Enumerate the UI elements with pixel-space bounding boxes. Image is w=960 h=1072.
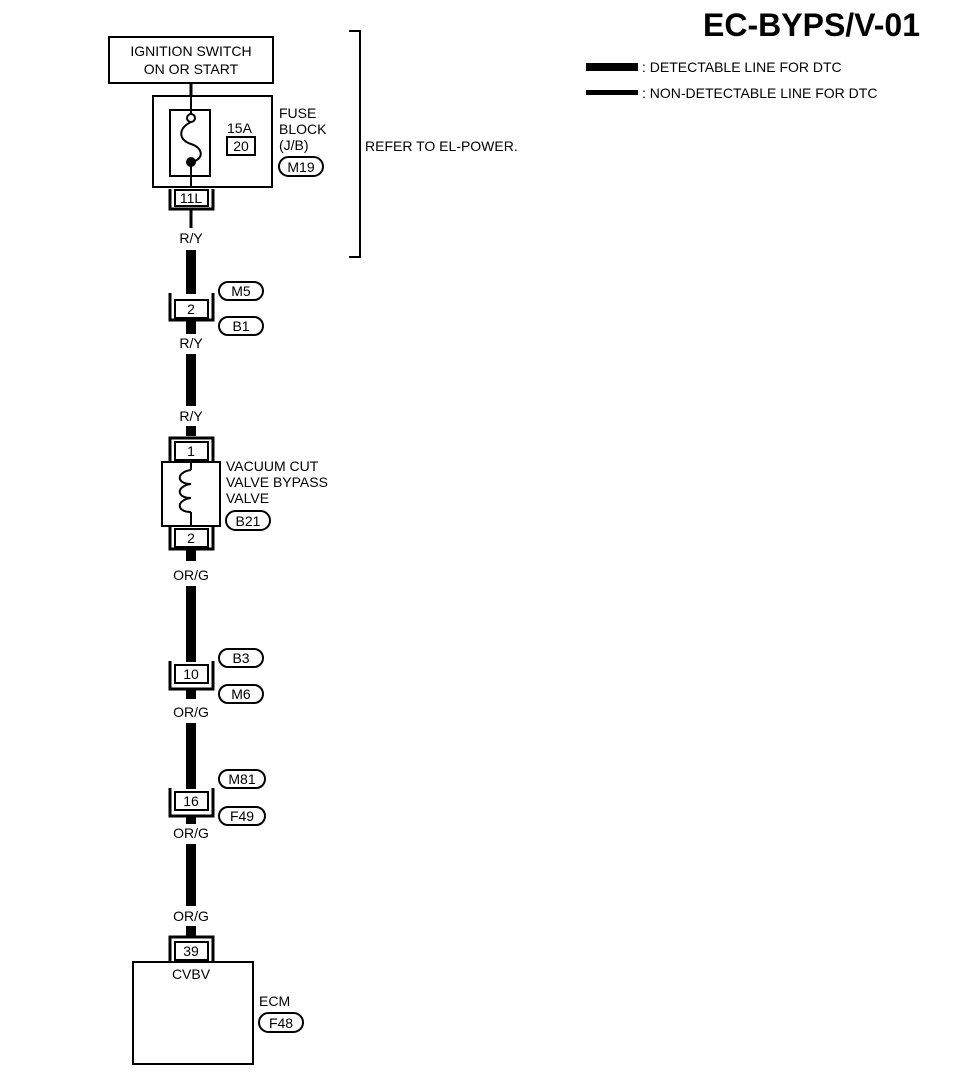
valve-connector-pill [225, 510, 271, 531]
wire-color-5: OR/G [173, 704, 209, 720]
valve-connector-code: B21 [236, 513, 261, 529]
ecm-label: ECM [259, 993, 290, 1009]
joint2-top-code: B3 [232, 650, 249, 666]
joint1-bottom-code: B1 [232, 318, 249, 334]
fuse-connector-code: M19 [287, 159, 314, 175]
joint2-bottom-code: M6 [231, 686, 251, 702]
legend-detectable-text: : DETECTABLE LINE FOR DTC [642, 59, 842, 75]
wire-segment-4a [186, 549, 196, 561]
joint1-top-code: M5 [231, 283, 251, 299]
fuse-element-icon [180, 121, 202, 163]
joint3-top-code: M81 [228, 771, 255, 787]
wire-color-6: OR/G [173, 825, 209, 841]
valve-pin-out: 2 [187, 530, 195, 546]
joint3-top-pill [218, 769, 266, 789]
joint2-bottom-pill [218, 684, 264, 704]
legend-non-detectable-text: : NON-DETECTABLE LINE FOR DTC [642, 85, 877, 101]
solenoid-coil-icon [178, 469, 192, 513]
joint3-bottom-pill [218, 806, 266, 826]
refer-bracket: REFER TO EL-POWER. [349, 30, 518, 258]
ecm-pin: 39 [183, 943, 199, 959]
wire-segment-5a [186, 689, 196, 699]
wire-color-4: OR/G [173, 567, 209, 583]
legend-non-detectable-line [586, 90, 638, 95]
joint1-bottom-pill [218, 316, 264, 336]
ecm-module: 39 CVBV ECM F48 [132, 935, 304, 1065]
bypass-valve: 1 2 VACUUM CUT VALVE BYPASS VALVE B21 [161, 436, 328, 551]
valve-pin-in-box [174, 441, 209, 461]
joint3-pin-box [174, 791, 209, 811]
ecm-connector-code: F48 [269, 1015, 293, 1031]
wire-segment-6 [186, 844, 196, 906]
ecm-box [132, 961, 254, 1065]
fuse-block-label-3: (J/B) [279, 137, 309, 153]
wire-color-7: OR/G [173, 908, 209, 924]
ignition-switch-line1: IGNITION SWITCH [130, 43, 251, 59]
valve-pin-out-box [174, 528, 209, 548]
fuse-number: 20 [233, 138, 249, 154]
fuse-amperage: 15A [227, 120, 253, 136]
wire-color-3: R/Y [179, 408, 203, 424]
ignition-switch-line2: ON OR START [144, 61, 239, 77]
wire-segment-2 [186, 354, 196, 406]
joint1-top-pill [218, 281, 264, 301]
ignition-switch: IGNITION SWITCH ON OR START [108, 36, 274, 84]
joint2-pin: 10 [183, 666, 199, 682]
fuse-terminal-top [186, 113, 196, 123]
joint3-bottom-code: F49 [230, 808, 254, 824]
legend-detectable-line [586, 63, 638, 71]
diagram-title: EC-BYPS/V-01 [703, 7, 920, 43]
legend: : DETECTABLE LINE FOR DTC : NON-DETECTAB… [586, 59, 877, 101]
valve-top-bracket [168, 436, 215, 462]
joint2-pin-box [174, 664, 209, 684]
valve-pin-in: 1 [187, 443, 195, 459]
valve-label-1: VACUUM CUT [226, 458, 319, 474]
wire-segment-6a [186, 816, 196, 824]
wire-segment-5 [186, 723, 196, 789]
fuse-block-label-2: BLOCK [279, 121, 327, 137]
valve-label-2: VALVE BYPASS [226, 474, 328, 490]
joint2-top-pill [218, 648, 264, 668]
wire-segment-3 [186, 426, 196, 436]
joint-connector-3: 16 M81 F49 [168, 769, 266, 826]
wire-segment-7 [186, 926, 196, 936]
joint-connector-2: 10 B3 M6 [168, 648, 264, 704]
wire-color-2: R/Y [179, 335, 203, 351]
fuse-connector-pill [278, 156, 324, 177]
joint-connector-1: 2 M5 B1 [168, 281, 264, 336]
ignition-switch-box [108, 36, 274, 84]
ecm-pin-bracket [168, 935, 215, 962]
joint1-pin: 2 [187, 301, 195, 317]
refer-text: REFER TO EL-POWER. [365, 138, 518, 154]
fuse-number-box [226, 136, 256, 156]
ecm-terminal-name: CVBV [172, 966, 211, 982]
refer-bracket-line [349, 30, 361, 258]
fuse-block-label-1: FUSE [279, 105, 316, 121]
fuse-terminal-box [174, 189, 209, 207]
fuse-block: 15A 20 FUSE BLOCK (J/B) M19 11L [152, 95, 327, 211]
wire-segment-4 [186, 586, 196, 662]
wire-segment-1b [186, 320, 196, 334]
ecm-pin-box [174, 941, 209, 961]
wire-color-1: R/Y [179, 230, 203, 246]
ecm-connector-pill [258, 1012, 304, 1033]
joint3-pin: 16 [183, 793, 199, 809]
wire-segment-1 [186, 250, 196, 294]
valve-label-3: VALVE [226, 490, 269, 506]
joint1-pin-box [174, 299, 209, 319]
fuse-terminal-pin: 11L [180, 190, 203, 206]
